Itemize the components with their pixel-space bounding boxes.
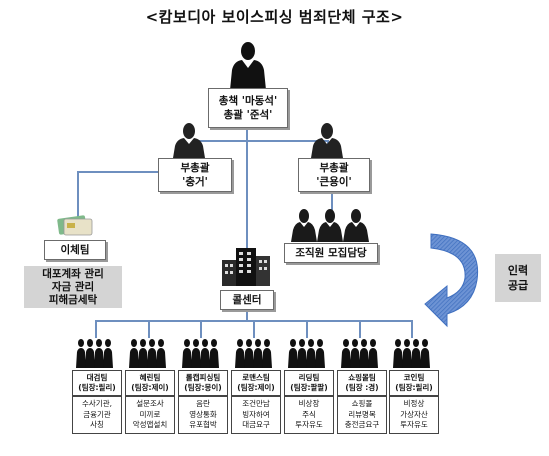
supply-line-2: 공급	[507, 279, 529, 292]
team-daegeom-desc-1: 수사기관,	[82, 399, 112, 409]
team-coin-header: 코인팀 (팀장:릴리)	[389, 370, 439, 396]
team-shopping-desc-3: 충전금요구	[344, 420, 380, 430]
team-reading-desc-2: 주식	[302, 409, 316, 419]
team-rollcap-desc: 음란 영상통화 유포협박	[178, 396, 228, 434]
team-romance-desc-1: 조건만남	[242, 399, 270, 409]
team-coin-desc: 비정상 가상자산 투자유도	[389, 396, 439, 434]
supply-box: 인력 공급	[495, 254, 541, 302]
team-reading-name: 리딩팀	[298, 373, 320, 382]
team-romance-name: 로맨스팀	[242, 373, 270, 382]
team-reading-desc-3: 투자유도	[295, 420, 323, 430]
team-shopping-desc-2: 리뷰명목	[348, 409, 376, 419]
team-daegeom-leader: (팀장:릴리)	[78, 383, 116, 392]
team-shopping-desc-1: 쇼핑몰	[351, 399, 373, 409]
deputy-left-silhouette-icon	[173, 123, 205, 158]
team-romance-desc-3: 대금요구	[242, 420, 270, 430]
team-daegeom-header: 대검팀 (팀장:릴리)	[72, 370, 122, 396]
team-reading-header: 리딩팀 (팀장:팔팔)	[284, 370, 334, 396]
team-coin-leader: (팀장:릴리)	[395, 383, 433, 392]
recruiters-silhouette-icon	[291, 209, 369, 242]
team-hyerin-desc-3: 악성앱설치	[132, 420, 168, 430]
deputy-right-silhouette-icon	[311, 123, 343, 158]
team-rollcap-members-icon	[182, 339, 219, 368]
team-reading-leader: (팀장:팔팔)	[290, 383, 328, 392]
diagram-title: <캄보디아 보이스피싱 범죄단체 구조>	[145, 8, 404, 26]
team-romance-desc-2: 빙자하여	[242, 409, 270, 419]
team-reading-members-icon	[288, 339, 325, 368]
team-romance-members-icon	[235, 339, 272, 368]
team-hyerin-desc: 설문조사 미끼로 악성앱설치	[125, 396, 175, 434]
deputy-left-line-1: 부총괄	[180, 162, 210, 174]
team-daegeom-desc-3: 사칭	[90, 420, 104, 430]
call-center-label: 콜센터	[232, 294, 262, 306]
team-coin-name: 코인팀	[403, 373, 425, 382]
team-shopping-name: 쇼핑몰팀	[348, 373, 376, 382]
supply-arrow-icon	[424, 233, 479, 328]
team-daegeom-members-icon	[76, 339, 113, 368]
cash-card-icon	[57, 215, 93, 236]
boss-line-1: 총책 '마동석'	[218, 95, 278, 107]
transfer-duties-panel: 대포계좌 관리 자금 관리 피해금세탁	[24, 266, 122, 308]
deputy-left-line-2: '충거'	[182, 176, 208, 188]
team-hyerin-members-icon	[129, 339, 166, 368]
team-rollcap-name: 롤캡피싱팀	[185, 373, 221, 382]
team-reading-desc: 비상장 주식 투자유도	[284, 396, 334, 434]
team-reading-desc-1: 비상장	[298, 399, 320, 409]
building-icon	[222, 248, 270, 286]
transfer-team-label: 이체팀	[60, 244, 90, 256]
team-shopping-leader: (팀장 :경)	[345, 383, 379, 392]
team-shopping-members-icon	[341, 339, 378, 368]
deputy-left-box: 부총괄 '충거'	[158, 158, 232, 192]
call-center-box: 콜센터	[220, 290, 274, 310]
team-hyerin-header: 혜린팀 (팀장:제이)	[125, 370, 175, 396]
transfer-duty-3: 피해금세탁	[48, 293, 98, 306]
team-romance-desc: 조건만남 빙자하여 대금요구	[231, 396, 281, 434]
recruiter-box: 조직원 모집담당	[284, 243, 378, 263]
boss-line-2: 총괄 '준석'	[223, 109, 273, 121]
team-shopping-desc: 쇼핑몰 리뷰명목 충전금요구	[337, 396, 387, 434]
boss-silhouette-icon	[230, 42, 266, 90]
team-romance-leader: (팀장:제이)	[237, 383, 275, 392]
team-rollcap-desc-3: 유포협박	[189, 420, 217, 430]
boss-box: 총책 '마동석' 총괄 '준석'	[208, 88, 288, 128]
team-rollcap-leader: (팀장:몽이)	[184, 383, 222, 392]
team-daegeom-name: 대검팀	[86, 373, 108, 382]
team-daegeom-desc-2: 금융기관	[83, 409, 111, 419]
deputy-right-line-1: 부총괄	[319, 162, 349, 174]
team-rollcap-desc-1: 음란	[196, 399, 210, 409]
team-hyerin-desc-2: 미끼로	[139, 409, 161, 419]
recruiter-label: 조직원 모집담당	[295, 247, 367, 259]
team-romance-header: 로맨스팀 (팀장:제이)	[231, 370, 281, 396]
team-shopping-header: 쇼핑몰팀 (팀장 :경)	[337, 370, 387, 396]
deputy-right-box: 부총괄 '큰용이'	[298, 158, 370, 192]
transfer-duty-2: 자금 관리	[51, 280, 95, 293]
team-coin-members-icon	[393, 339, 430, 368]
team-hyerin-name: 혜린팀	[139, 373, 161, 382]
team-hyerin-leader: (팀장:제이)	[131, 383, 169, 392]
supply-line-1: 인력	[507, 264, 529, 277]
team-hyerin-desc-1: 설문조사	[136, 399, 164, 409]
team-coin-desc-2: 가상자산	[400, 409, 428, 419]
team-coin-desc-1: 비정상	[403, 399, 425, 409]
transfer-duty-1: 대포계좌 관리	[42, 267, 104, 280]
team-coin-desc-3: 투자유도	[400, 420, 428, 430]
team-daegeom-desc: 수사기관, 금융기관 사칭	[72, 396, 122, 434]
team-rollcap-header: 롤캡피싱팀 (팀장:몽이)	[178, 370, 228, 396]
deputy-right-line-2: '큰용이'	[316, 176, 352, 188]
transfer-team-box: 이체팀	[44, 240, 106, 260]
team-rollcap-desc-2: 영상통화	[189, 409, 217, 419]
